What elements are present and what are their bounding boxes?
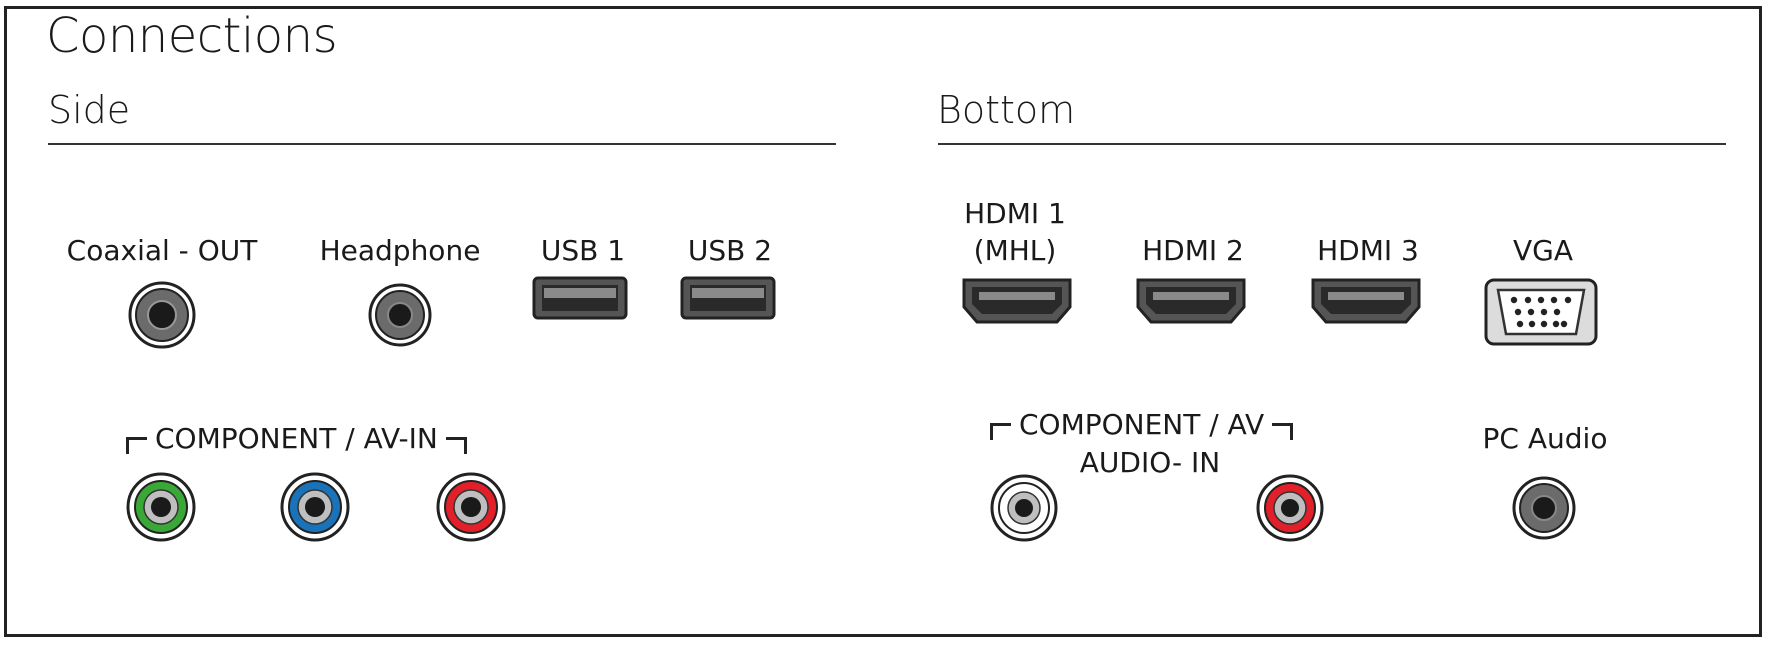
hdmi2-port: [1136, 278, 1246, 324]
component-red-jack: [436, 472, 506, 542]
page-title: Connections: [46, 8, 338, 64]
coaxial-out-label: Coaxial - OUT: [66, 234, 258, 267]
hdmi1-port: [962, 278, 1072, 324]
vga-label: VGA: [1512, 234, 1573, 267]
component-audio-line1-label: COMPONENT / AV: [1019, 408, 1265, 441]
audio-in-white-jack: [990, 474, 1058, 542]
diagram-frame: [4, 6, 1762, 637]
coaxial-out-jack: [128, 281, 196, 349]
usb2-port: [680, 276, 776, 320]
headphone-jack: [368, 283, 432, 347]
hdmi2-label: HDMI 2: [1142, 234, 1244, 267]
hdmi3-port: [1311, 278, 1421, 324]
hdmi3-label: HDMI 3: [1317, 234, 1419, 267]
bottom-divider: [938, 143, 1726, 145]
hdmi1-label: HDMI 1: [964, 197, 1066, 230]
headphone-label: Headphone: [319, 234, 481, 267]
component-av-in-bracket: COMPONENT / AV-IN: [126, 422, 467, 455]
side-divider: [48, 143, 836, 145]
audio-in-red-jack: [1256, 474, 1324, 542]
component-av-in-label: COMPONENT / AV-IN: [155, 422, 438, 455]
pc-audio-label: PC Audio: [1482, 422, 1608, 455]
pc-audio-jack: [1512, 476, 1576, 540]
hdmi1-mhl-label: (MHL): [973, 234, 1057, 267]
component-audio-line2-label: AUDIO- IN: [1079, 446, 1221, 479]
component-green-jack: [126, 472, 196, 542]
vga-port: [1484, 278, 1598, 346]
component-blue-jack: [280, 472, 350, 542]
section-bottom-heading: Bottom: [937, 88, 1076, 132]
usb1-port: [532, 276, 628, 320]
usb2-label: USB 2: [687, 234, 773, 267]
component-audio-in-bracket: COMPONENT / AV: [990, 408, 1294, 441]
usb1-label: USB 1: [540, 234, 626, 267]
section-side-heading: Side: [48, 88, 131, 132]
